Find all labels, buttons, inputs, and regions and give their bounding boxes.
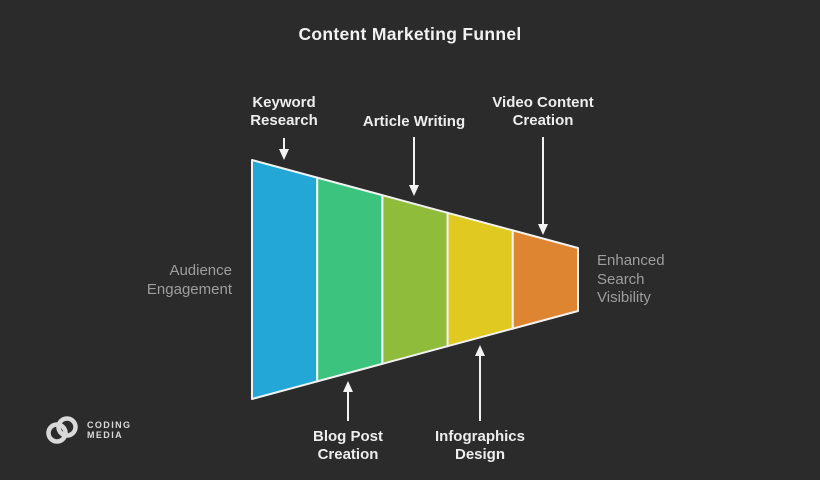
arrow-down-icon: [279, 149, 289, 160]
stage-label-video-content-creation: Video Content Creation: [492, 94, 594, 129]
blog-post-creation-arrow: [343, 381, 353, 421]
arrow-up-icon: [475, 345, 485, 356]
logo-text-line2: MEDIA: [87, 430, 123, 440]
page-title: Content Marketing Funnel: [298, 24, 522, 44]
funnel-segment-blog-post-creation: [316, 176, 384, 383]
article-writing-arrow: [409, 137, 419, 196]
video-content-creation-arrow: [538, 137, 548, 235]
arrow-down-icon: [538, 224, 548, 235]
funnel-output-label: Enhanced Search Visibility: [597, 252, 665, 306]
stage-label-blog-post-creation: Blog Post Creation: [313, 428, 383, 463]
coding-media-logo: CODING MEDIA: [44, 412, 131, 448]
logo-text: CODING MEDIA: [87, 420, 131, 441]
logo-text-line1: CODING: [87, 419, 132, 430]
stage-label-infographics-design: Infographics Design: [434, 428, 525, 463]
infographics-design-arrow: [475, 345, 485, 421]
arrow-up-icon: [343, 381, 353, 392]
stage-label-keyword-research: Keyword Research: [250, 94, 318, 129]
keyword-research-arrow: [279, 138, 289, 160]
funnel-segment-keyword-research: [251, 159, 319, 400]
interlocking-rings-icon: [46, 416, 78, 444]
funnel-segment-video-content-creation: [511, 229, 579, 330]
stage-label-article-writing: Article Writing: [362, 113, 466, 130]
funnel-segment-article-writing: [381, 194, 449, 365]
funnel-segment-infographics-design: [446, 211, 514, 348]
arrow-down-icon: [409, 185, 419, 196]
funnel-input-label: Audience Engagement: [146, 262, 232, 298]
